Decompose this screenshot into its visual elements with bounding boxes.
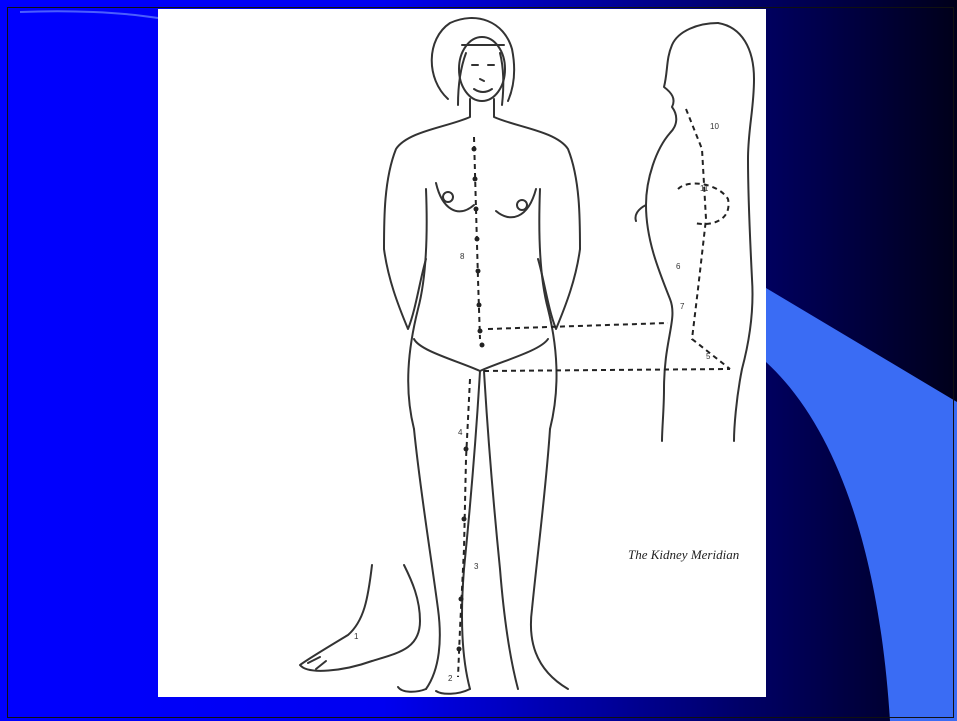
point-label-3: 3 xyxy=(474,562,479,571)
foot-front xyxy=(398,687,470,694)
left-arm xyxy=(384,249,426,329)
point-label-10: 10 xyxy=(710,122,719,131)
right-torso-side xyxy=(539,189,556,429)
point-label-11: 11 xyxy=(700,184,709,193)
left-leg-inner xyxy=(462,371,480,689)
meridian-link-upper xyxy=(488,323,668,329)
point-label-5: 5 xyxy=(706,352,711,361)
point-label-4: 4 xyxy=(458,428,463,437)
point-label-1: 1 xyxy=(354,632,359,641)
point-label-6: 6 xyxy=(676,262,681,271)
hair-strand-right xyxy=(500,53,503,105)
meridian-link-lower xyxy=(484,369,730,371)
side-profile-back xyxy=(718,23,754,441)
right-shoulder xyxy=(494,99,580,249)
right-leg-outer xyxy=(531,429,568,689)
side-breast xyxy=(635,205,646,221)
point-label-8: 8 xyxy=(460,252,465,261)
diagram-caption: The Kidney Meridian xyxy=(628,547,768,563)
meridian-internal xyxy=(686,109,730,369)
left-breast-mark xyxy=(443,192,453,202)
face-features xyxy=(472,65,494,92)
side-profile-front xyxy=(646,23,718,441)
swoosh-shape xyxy=(766,288,957,721)
point-label-2: 2 xyxy=(448,674,453,683)
point-label-7: 7 xyxy=(680,302,685,311)
right-leg-inner xyxy=(484,371,518,689)
side-foot xyxy=(300,565,420,671)
meridian-points xyxy=(457,147,485,652)
body-diagram: 1 2 3 4 5 6 7 8 10 11 xyxy=(158,9,766,697)
swoosh-highlight xyxy=(20,11,158,18)
meridian-illustration: 1 2 3 4 5 6 7 8 10 11 The Kidney Meridia… xyxy=(158,9,766,697)
left-torso-side xyxy=(408,189,427,429)
left-leg-outer xyxy=(414,429,440,689)
right-breast-mark xyxy=(517,200,527,210)
